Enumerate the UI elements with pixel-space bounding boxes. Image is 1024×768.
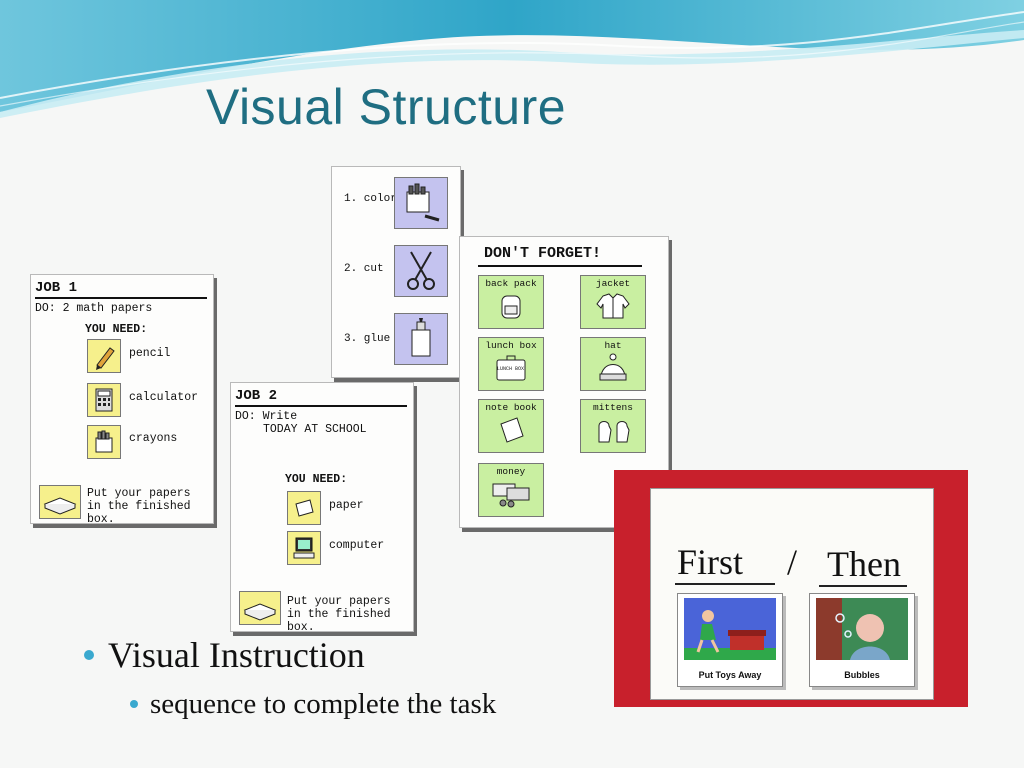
job1-you-need: YOU NEED: — [85, 323, 148, 336]
job2-item-computer: computer — [329, 539, 385, 552]
job2-card: JOB 2 DO: Write TODAY AT SCHOOL YOU NEED… — [230, 382, 414, 634]
first-underline — [675, 583, 775, 585]
mittens-label: mittens — [593, 402, 633, 413]
first-then-slash: / — [787, 542, 798, 582]
first-then-photo: First / Then Put Toys Away — [614, 470, 968, 707]
job1-item-calculator: calculator — [129, 391, 199, 404]
job2-footer-line2: in the finished box. — [287, 608, 391, 634]
calculator-icon-box — [87, 383, 121, 417]
header-wave-decoration — [0, 0, 1024, 118]
hat-item: hat — [580, 337, 646, 391]
finished-box-icon — [43, 497, 77, 515]
then-picture-card: Bubbles — [809, 593, 915, 687]
job1-footer-line1: Put your papers — [87, 487, 191, 500]
calculator-icon — [95, 388, 113, 412]
lunchbox-printed-label: LUNCH BOX — [497, 366, 525, 372]
slide-title: Visual Structure — [206, 79, 567, 135]
job1-heading-rule — [35, 297, 207, 299]
job2-heading: JOB 2 — [235, 388, 278, 404]
backpack-label: back pack — [485, 278, 537, 289]
steps-card: 1. color 2. cut 3. glue — [331, 166, 461, 378]
job2-item-paper: paper — [329, 499, 364, 512]
notebook-icon — [500, 417, 524, 443]
lunchbox-icon — [496, 355, 526, 381]
scissors-icon-box — [394, 245, 448, 297]
step-glue-label: 3. glue — [344, 333, 391, 345]
color-icon-box — [394, 177, 448, 229]
glue-icon-box — [394, 313, 448, 365]
mittens-item: mittens — [580, 399, 646, 453]
computer-icon-box — [287, 531, 321, 565]
first-card-caption: Put Toys Away — [698, 670, 762, 680]
then-underline — [819, 585, 907, 587]
paper-icon-box — [287, 491, 321, 525]
bullet-dot-level1 — [84, 650, 94, 660]
paper-icon — [295, 499, 314, 517]
job2-do-line2: TODAY AT SCHOOL — [263, 423, 367, 436]
job1-heading: JOB 1 — [35, 280, 78, 296]
bullet-level1-text: Visual Instruction — [108, 635, 365, 675]
jacket-label: jacket — [595, 278, 631, 289]
job1-card: JOB 1 DO: 2 math papers YOU NEED: pencil… — [30, 274, 214, 526]
money-item: money — [478, 463, 544, 517]
crayons-icon-box — [87, 425, 121, 459]
first-label: First — [677, 542, 744, 582]
job2-you-need: YOU NEED: — [285, 473, 348, 486]
job1-item-crayons: crayons — [129, 432, 178, 445]
hat-icon — [599, 353, 627, 381]
finished-box2-icon-box — [239, 591, 281, 625]
pencil-icon — [96, 347, 115, 370]
job2-footer-line1: Put your papers — [287, 595, 391, 608]
finished-box-icon-box — [39, 485, 81, 519]
scissors-icon — [407, 251, 435, 290]
backpack-item: back pack — [478, 275, 544, 329]
computer-icon — [293, 537, 315, 559]
money-label: money — [496, 466, 526, 477]
jacket-item: jacket — [580, 275, 646, 329]
crayon-box-icon — [406, 183, 440, 222]
step-color-label: 1. color — [344, 193, 397, 205]
job1-do-text: DO: 2 math papers — [35, 302, 153, 315]
backpack-icon — [501, 295, 521, 319]
money-icon — [492, 483, 530, 508]
mittens-icon — [598, 421, 630, 443]
lunchbox-label: lunch box — [485, 340, 537, 351]
then-label: Then — [827, 544, 901, 584]
notebook-item: note book — [478, 399, 544, 453]
then-card-caption: Bubbles — [844, 670, 880, 680]
first-picture-card: Put Toys Away — [677, 593, 783, 687]
lunchbox-item: lunch box LUNCH BOX — [478, 337, 544, 391]
job1-item-pencil: pencil — [129, 347, 171, 360]
glue-icon — [411, 318, 431, 357]
step-cut-label: 2. cut — [344, 263, 384, 275]
job2-heading-rule — [235, 405, 407, 407]
bullet-level2-text: sequence to complete the task — [150, 688, 497, 720]
hat-label: hat — [604, 340, 622, 351]
job2-do-line1: DO: Write — [235, 410, 298, 423]
first-then-board: First / Then Put Toys Away — [650, 488, 934, 700]
child-bubbles-picture — [816, 598, 908, 660]
dont-forget-rule — [478, 265, 642, 267]
job1-footer-line2: in the finished box. — [87, 500, 191, 526]
girl-put-toys-away-picture — [684, 598, 776, 660]
notebook-label: note book — [485, 402, 537, 413]
crayons-icon — [95, 430, 113, 453]
pencil-icon-box — [87, 339, 121, 373]
dont-forget-heading: DON'T FORGET! — [484, 245, 602, 262]
finished-box-icon — [243, 603, 277, 621]
jacket-icon — [596, 293, 630, 319]
bullet-dot-level2 — [130, 700, 138, 708]
